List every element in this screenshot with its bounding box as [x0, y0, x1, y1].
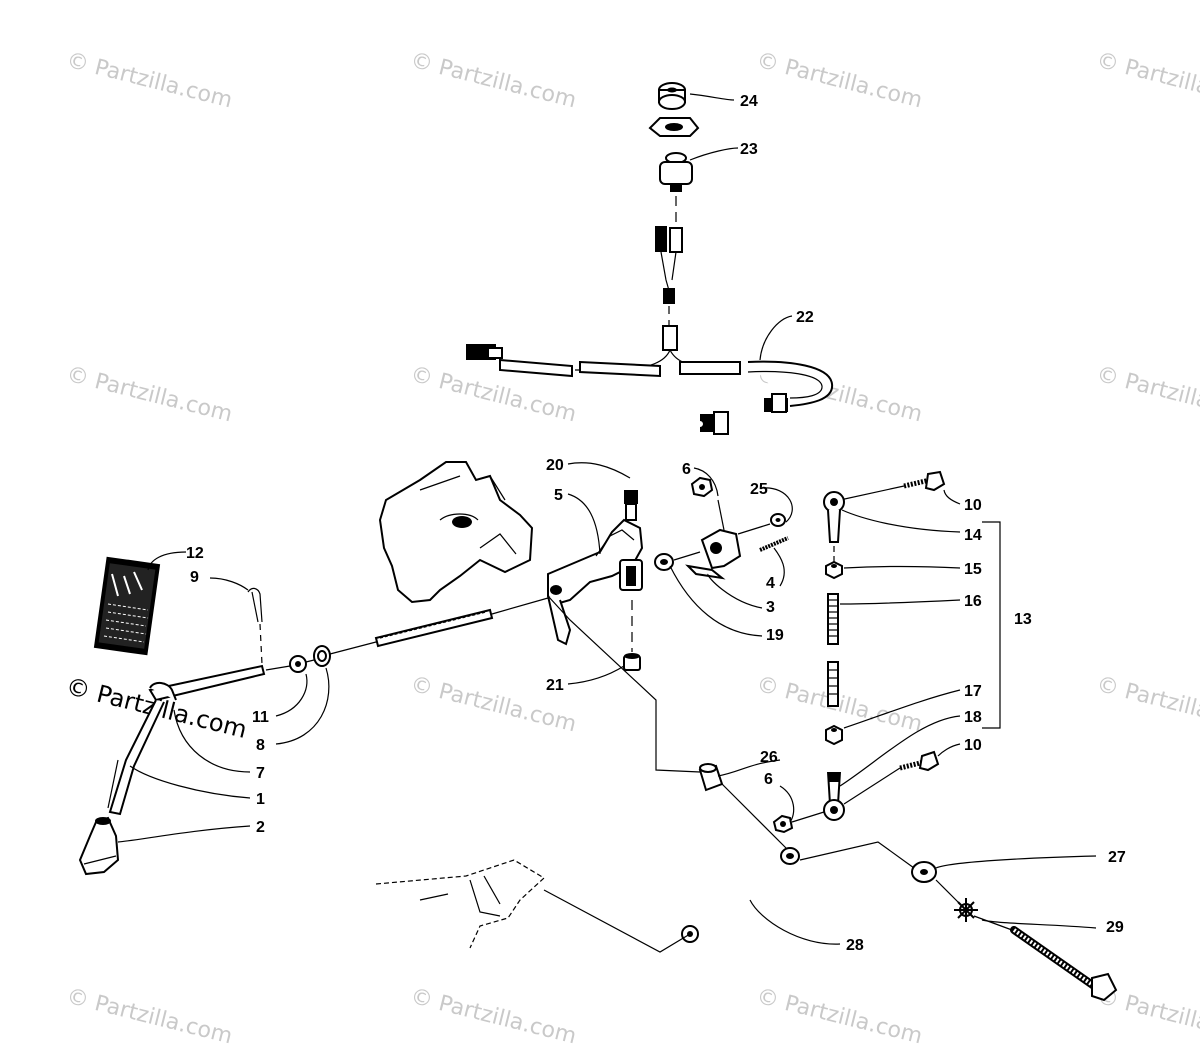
callout-3: 3 — [766, 599, 775, 616]
callout-9: 9 — [190, 569, 199, 586]
part-kill-switch-wire — [624, 411, 729, 521]
part-spacer — [698, 763, 724, 792]
callout-15: 15 — [964, 561, 982, 578]
part-switch-connectors — [655, 226, 683, 304]
part-washer-25 — [770, 513, 786, 527]
callout-6-lower: 6 — [764, 771, 773, 788]
callout-6-upper: 6 — [682, 461, 691, 478]
callout-4: 4 — [766, 575, 775, 592]
part-throttle-lever — [107, 664, 266, 816]
part-lock-nut-lower — [772, 814, 794, 834]
part-star-washer — [954, 898, 978, 922]
part-linkage-rod — [681, 847, 800, 943]
part-rod-end-lower — [823, 771, 845, 821]
callout-8: 8 — [256, 737, 265, 754]
callout-12: 12 — [186, 545, 204, 562]
part-cam-bracket — [685, 528, 742, 580]
callout-17: 17 — [964, 683, 982, 700]
part-lever-grip — [78, 816, 120, 876]
part-jam-nut-lower — [825, 724, 843, 746]
callout-25: 25 — [750, 481, 768, 498]
callout-19: 19 — [766, 627, 784, 644]
part-fender-washer — [911, 861, 937, 883]
callout-21: 21 — [546, 677, 564, 694]
callout-28: 28 — [846, 937, 864, 954]
part-cap-screw-upper — [903, 470, 946, 492]
callout-26: 26 — [760, 749, 778, 766]
callout-27: 27 — [1108, 849, 1126, 866]
part-flat-washer — [289, 655, 307, 673]
part-long-bolt — [1010, 926, 1118, 1002]
part-cap-screw-lower — [899, 750, 940, 772]
part-decal — [93, 556, 161, 656]
part-wiring-harness — [466, 325, 834, 413]
callout-23: 23 — [740, 141, 758, 158]
callout-20: 20 — [546, 457, 564, 474]
part-stop-switch — [659, 152, 693, 192]
part-bushing — [654, 553, 674, 571]
part-jam-nut-upper — [825, 560, 843, 580]
callout-5: 5 — [554, 487, 563, 504]
callout-14: 14 — [964, 527, 982, 544]
part-nut-21 — [623, 653, 641, 671]
part-lock-washer — [648, 117, 700, 137]
callout-10-lower: 10 — [964, 737, 982, 754]
callout-29: 29 — [1106, 919, 1124, 936]
part-threaded-rod — [827, 593, 839, 707]
callout-18: 18 — [964, 709, 982, 726]
callout-2: 2 — [256, 819, 265, 836]
part-switch-nut — [658, 82, 686, 110]
part-washer-8 — [313, 645, 331, 667]
callout-16: 16 — [964, 593, 982, 610]
part-rod-end-upper — [823, 491, 845, 543]
part-engine-housing — [378, 461, 534, 604]
callout-7: 7 — [256, 765, 265, 782]
callout-10-upper: 10 — [964, 497, 982, 514]
part-carburetor-outline — [375, 859, 545, 949]
part-lever-shaft — [374, 608, 494, 648]
callout-13: 13 — [1014, 611, 1032, 628]
part-lock-nut-upper — [690, 476, 714, 498]
callout-22: 22 — [796, 309, 814, 326]
callout-11: 11 — [252, 709, 269, 726]
part-switch-bracket — [547, 518, 644, 646]
part-cotter-pin — [247, 587, 263, 623]
callout-24: 24 — [740, 93, 758, 110]
callout-1: 1 — [256, 791, 265, 808]
